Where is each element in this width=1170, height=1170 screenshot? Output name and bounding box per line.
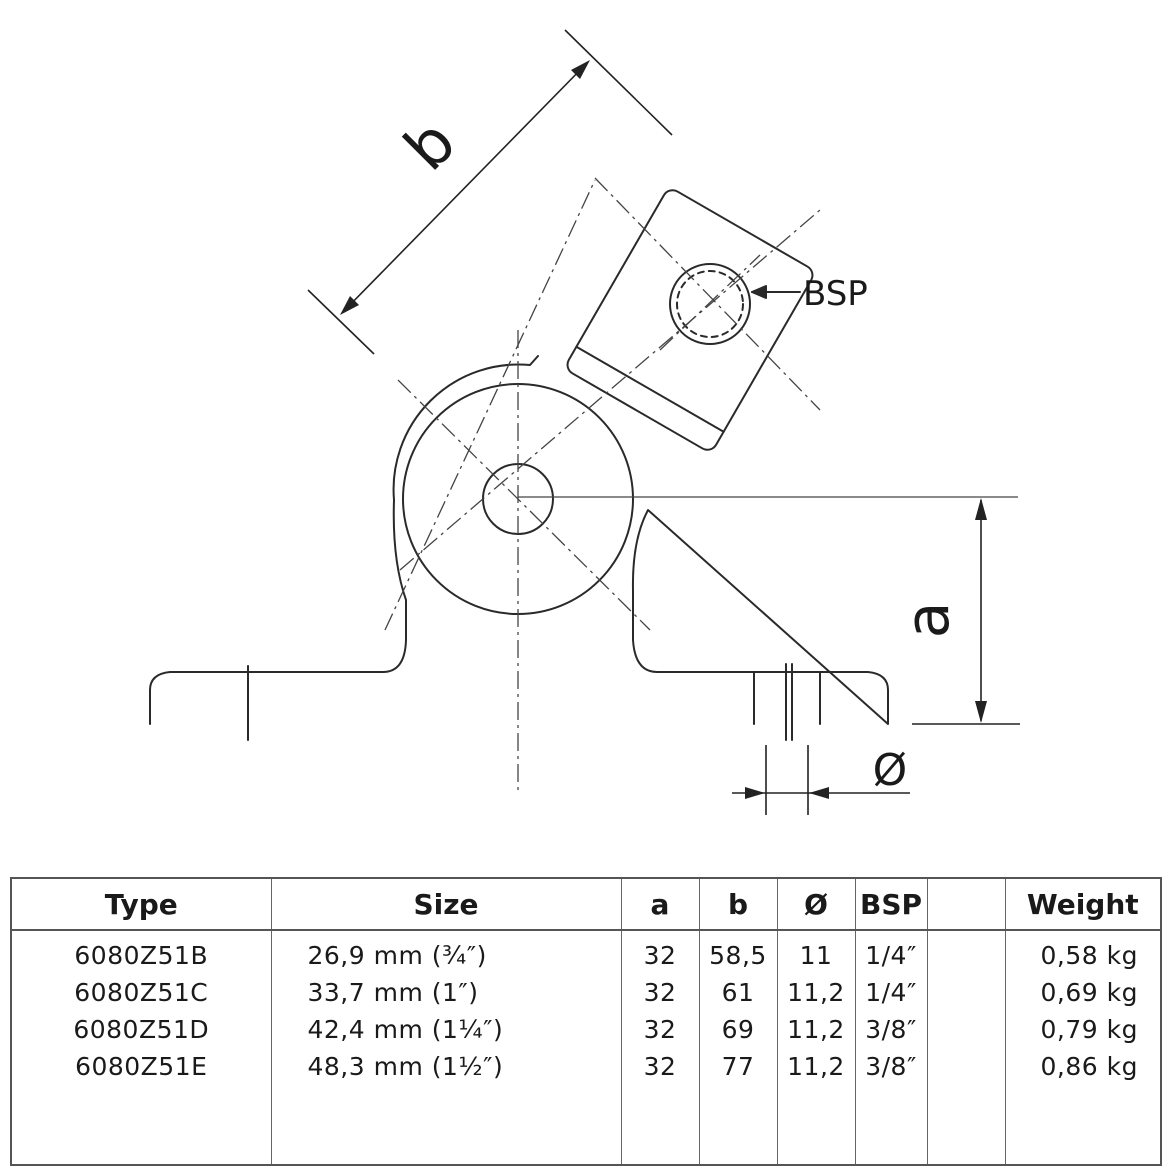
dimension-b-label: b <box>390 105 469 184</box>
cell-size: 33,7 mm (1″) <box>270 974 622 1011</box>
cell-a: 32 <box>620 1048 700 1085</box>
cell-blank <box>926 930 1006 974</box>
bsp-axis-2 <box>659 254 761 351</box>
cell-size: 48,3 mm (1½″) <box>270 1048 622 1085</box>
cell-diameter: 11,2 <box>776 974 856 1011</box>
socket-lip <box>575 345 725 433</box>
table-filler-row <box>10 1085 1162 1165</box>
cell-size: 26,9 mm (¾″) <box>270 930 622 974</box>
socket-axis <box>399 209 821 571</box>
specification-table: Type Size a b Ø BSP Weight 6080Z51B 26,9… <box>10 877 1162 1166</box>
cell-type: 6080Z51D <box>10 1011 272 1048</box>
table-row: 6080Z51B 26,9 mm (¾″) 32 58,5 11 1/4″ 0,… <box>10 930 1162 974</box>
cell-weight: 0,86 kg <box>1004 1048 1162 1085</box>
cell-weight: 0,79 kg <box>1004 1011 1162 1048</box>
dimension-diameter-label: Ø <box>873 745 908 796</box>
a-arrow-top <box>975 498 987 520</box>
cell-weight: 0,69 kg <box>1004 974 1162 1011</box>
bsp-arrowhead <box>751 285 767 299</box>
cell-diameter: 11,2 <box>776 1048 856 1085</box>
b-dimension-line <box>341 61 589 314</box>
dimension-a-label: a <box>893 602 963 639</box>
cell-blank <box>926 1011 1006 1048</box>
bsp-hole-inner <box>676 270 744 338</box>
b-arrow-bottom <box>340 296 359 315</box>
cell-size: 42,4 mm (1¼″) <box>270 1011 622 1048</box>
diag-centerline-1 <box>397 379 651 631</box>
b-extension-bottom <box>307 289 375 355</box>
bsp-hole-outer <box>669 263 751 345</box>
header-size: Size <box>270 878 622 931</box>
cell-bsp: 3/8″ <box>854 1048 928 1085</box>
technical-drawing: b a Ø BSP <box>149 29 1020 815</box>
header-b: b <box>698 878 778 931</box>
table-row: 6080Z51E 48,3 mm (1½″) 32 77 11,2 3/8″ 0… <box>10 1048 1162 1085</box>
header-bsp: BSP <box>854 878 928 931</box>
cell-type: 6080Z51C <box>10 974 272 1011</box>
cell-type: 6080Z51E <box>10 1048 272 1085</box>
a-arrow-bottom <box>975 701 987 723</box>
cell-b: 58,5 <box>698 930 778 974</box>
table-row: 6080Z51C 33,7 mm (1″) 32 61 11,2 1/4″ 0,… <box>10 974 1162 1011</box>
cell-bsp: 1/4″ <box>854 974 928 1011</box>
diag-centerline-2 <box>384 179 596 631</box>
cell-blank <box>926 974 1006 1011</box>
cell-a: 32 <box>620 1011 700 1048</box>
cell-weight: 0,58 kg <box>1004 930 1162 974</box>
bsp-label: BSP <box>803 274 868 314</box>
table-row: 6080Z51D 42,4 mm (1¼″) 32 69 11,2 3/8″ 0… <box>10 1011 1162 1048</box>
header-type: Type <box>10 878 272 931</box>
bsp-axis-1 <box>594 177 821 411</box>
cell-a: 32 <box>620 974 700 1011</box>
cell-a: 32 <box>620 930 700 974</box>
cell-b: 61 <box>698 974 778 1011</box>
b-extension-top <box>564 29 673 136</box>
dia-arrow-left <box>745 787 765 799</box>
cell-b: 77 <box>698 1048 778 1085</box>
cell-type: 6080Z51B <box>10 930 272 974</box>
header-blank <box>926 878 1006 931</box>
base-plate-outline <box>149 355 889 725</box>
b-arrow-top <box>571 60 590 79</box>
header-a: a <box>620 878 700 931</box>
tilted-socket <box>566 189 814 451</box>
dia-arrow-right <box>809 787 829 799</box>
cell-b: 69 <box>698 1011 778 1048</box>
table-header-row: Type Size a b Ø BSP Weight <box>10 878 1162 931</box>
cell-diameter: 11,2 <box>776 1011 856 1048</box>
cell-blank <box>926 1048 1006 1085</box>
cell-bsp: 3/8″ <box>854 1011 928 1048</box>
cell-diameter: 11 <box>776 930 856 974</box>
header-diameter: Ø <box>776 878 856 931</box>
cell-bsp: 1/4″ <box>854 930 928 974</box>
header-weight: Weight <box>1004 878 1162 931</box>
